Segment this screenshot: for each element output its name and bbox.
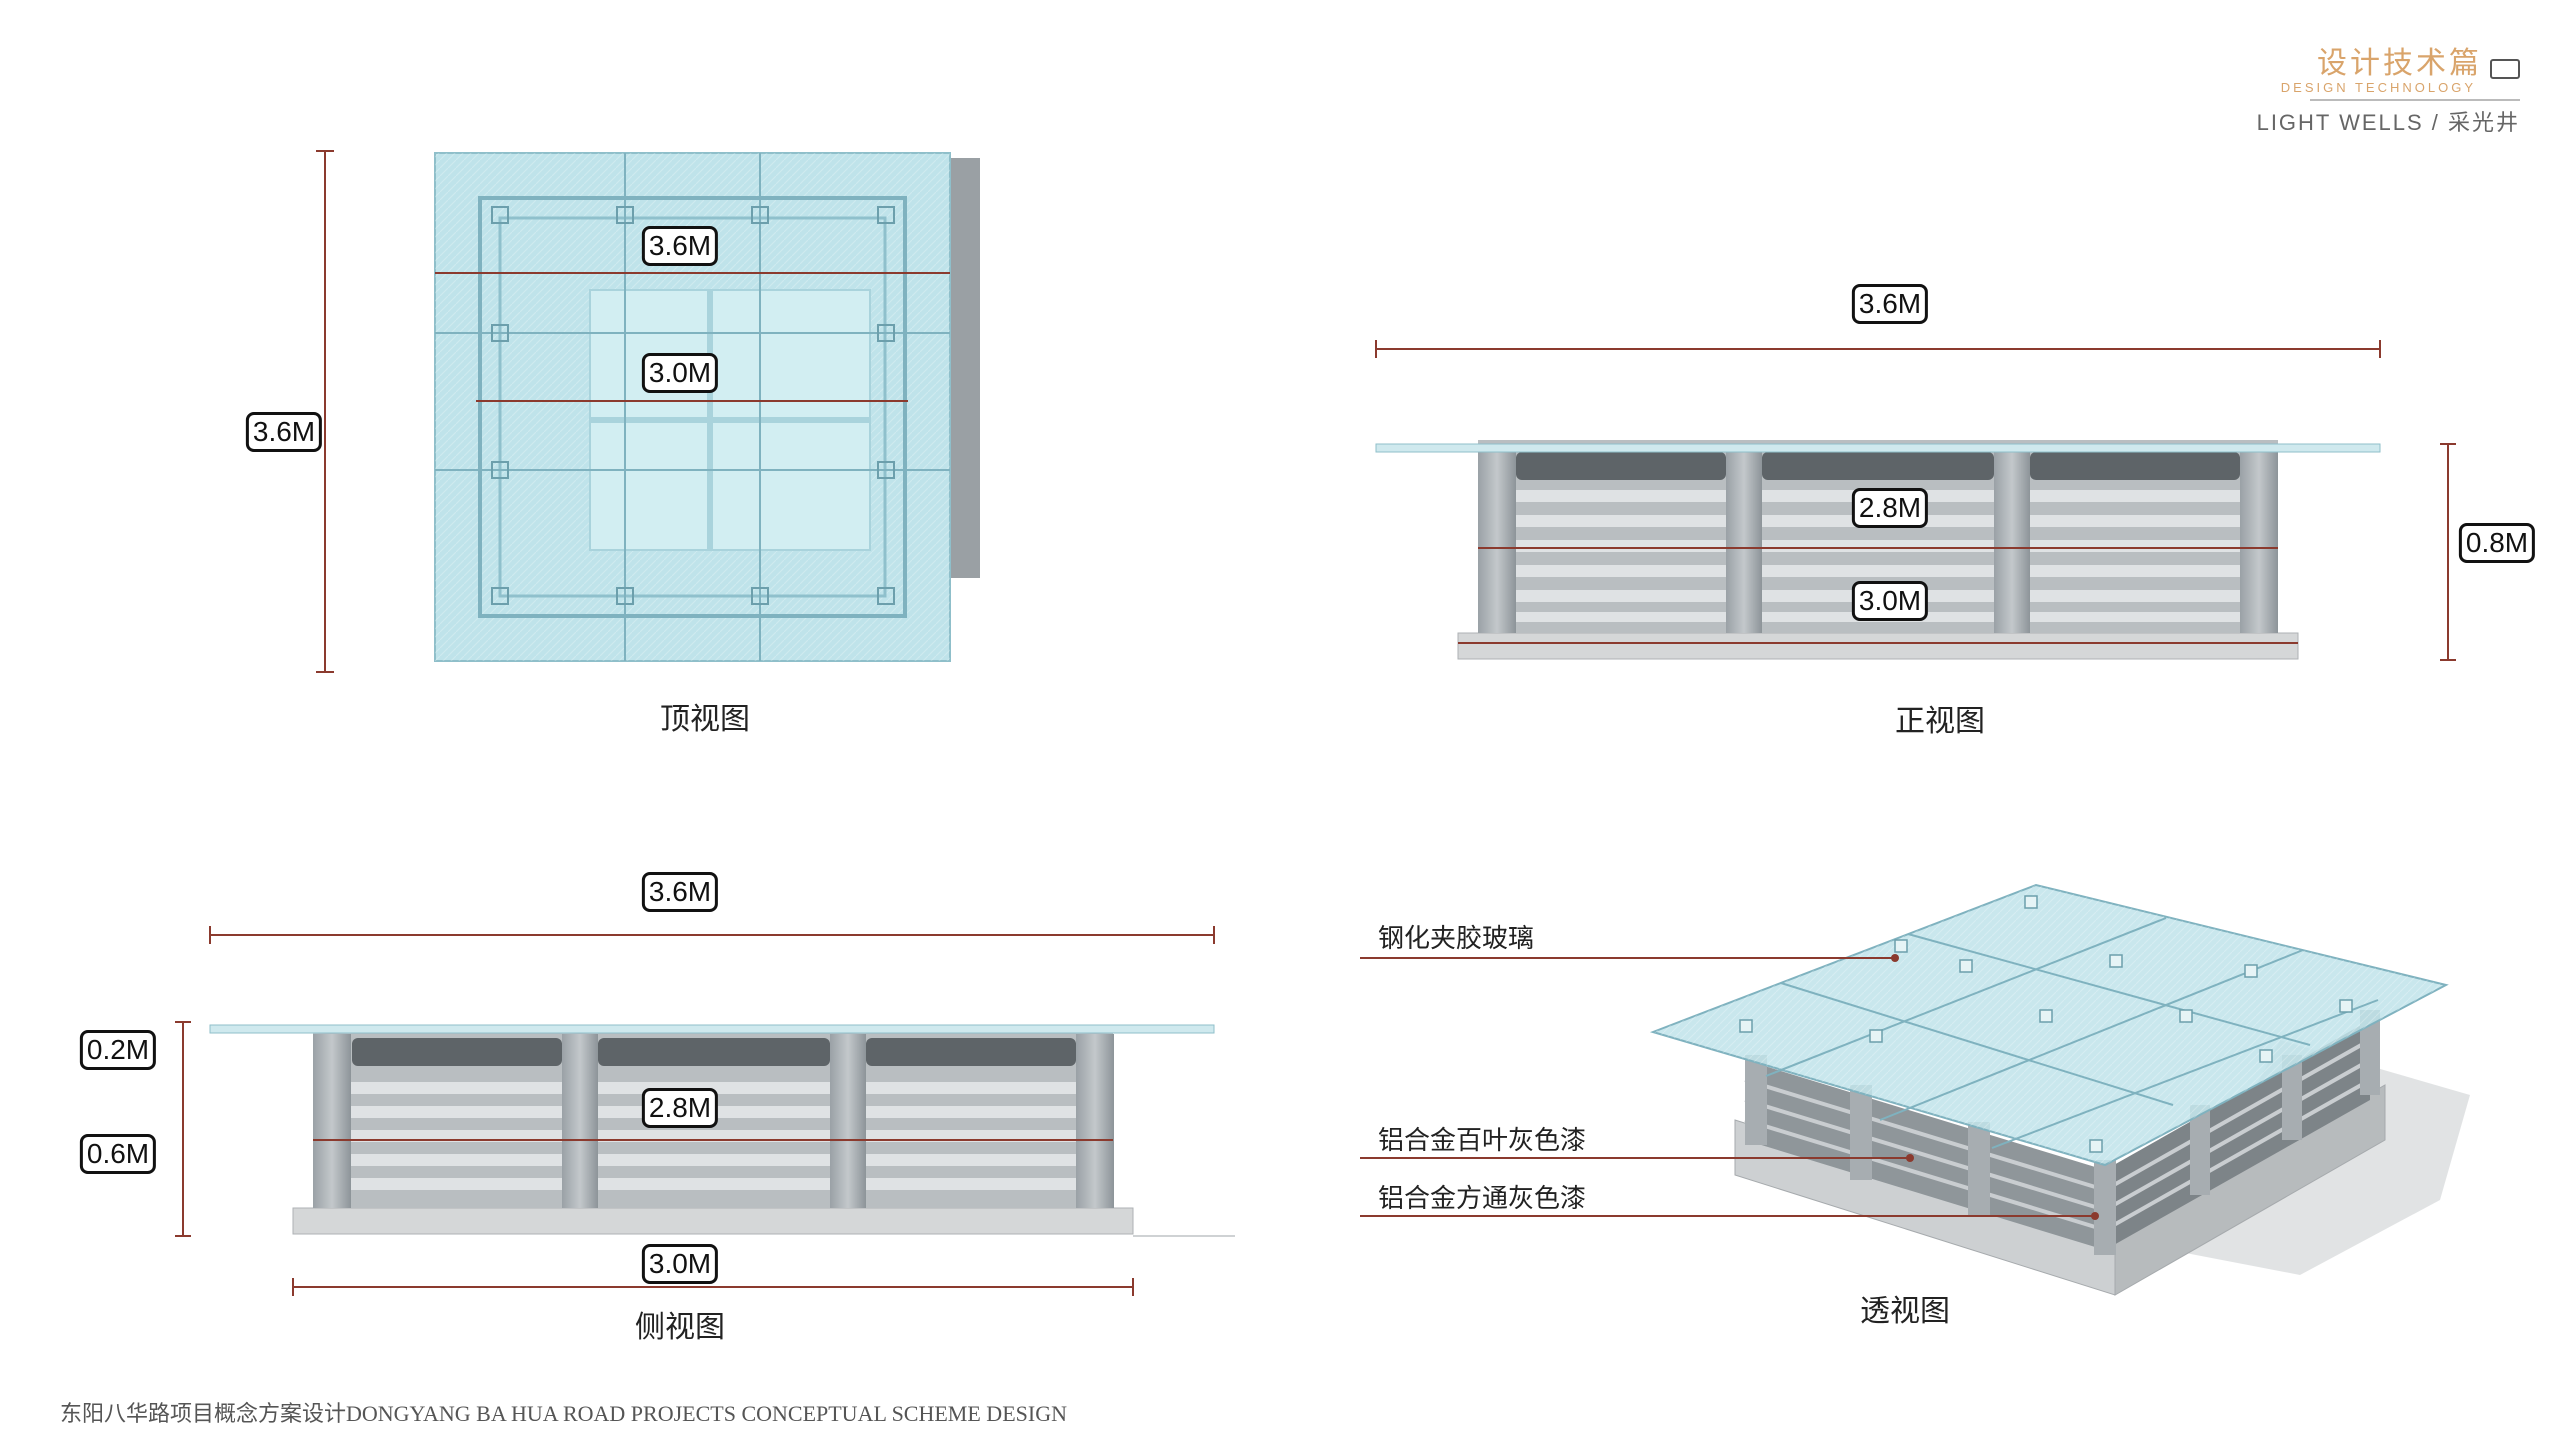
front-view-dim-height: 0.8M (2458, 523, 2536, 563)
brand-header: 设计技术篇 DESIGN TECHNOLOGY LIGHT WELLS / 采光… (2257, 38, 2520, 137)
side-view-pillars (313, 1034, 1114, 1208)
side-view-caption: 侧视图 (635, 1310, 725, 1345)
callout-aluminum-louver: 铝合金百叶灰色漆 (1378, 1126, 1587, 1156)
brand-title-en: DESIGN TECHNOLOGY (2280, 80, 2476, 95)
front-view-dim-top-width: 3.6M (1851, 284, 1929, 324)
brand-divider (2310, 99, 2520, 101)
front-view-dim-mid-width: 2.8M (1851, 488, 1929, 528)
callout-tempered-glass: 钢化夹胶玻璃 (1378, 924, 1535, 954)
side-view-dim-mid-width: 2.8M (641, 1088, 719, 1128)
top-view-drawing (316, 150, 980, 673)
project-footer: 东阳八华路项目概念方案设计DONGYANG BA HUA ROAD PROJEC… (60, 1401, 1067, 1426)
perspective-drawing (1360, 883, 2470, 1296)
front-view-caption: 正视图 (1895, 704, 1985, 739)
top-view-outer-frame (478, 196, 907, 618)
front-view-glass-top (1375, 443, 2381, 453)
side-view-dim-base-width: 3.0M (641, 1244, 719, 1284)
side-view-dim-upper-height: 0.2M (79, 1030, 157, 1070)
brand-title-cn: 设计技术篇 (2317, 46, 2482, 81)
front-view-dim-base-width: 3.0M (1851, 581, 1929, 621)
perspective-caption: 透视图 (1860, 1294, 1950, 1329)
top-view-caption: 顶视图 (660, 702, 750, 737)
brand-subtitle: LIGHT WELLS / 采光井 (2256, 110, 2520, 135)
top-view-dim-outer-width: 3.6M (641, 226, 719, 266)
top-view-dim-inner-width: 3.0M (641, 353, 719, 393)
side-view-base (292, 1207, 1134, 1235)
monitor-icon (2490, 58, 2520, 79)
top-view-shadow (950, 158, 980, 578)
front-view-base (1457, 632, 2299, 660)
callout-aluminum-tube: 铝合金方通灰色漆 (1378, 1184, 1587, 1214)
side-view-glass-top (209, 1024, 1215, 1034)
side-view-dim-top-width: 3.6M (641, 872, 719, 912)
side-view-dim-lower-height: 0.6M (79, 1134, 157, 1174)
front-view-pillars (1478, 448, 2278, 633)
top-view-dim-height: 3.6M (245, 412, 323, 452)
